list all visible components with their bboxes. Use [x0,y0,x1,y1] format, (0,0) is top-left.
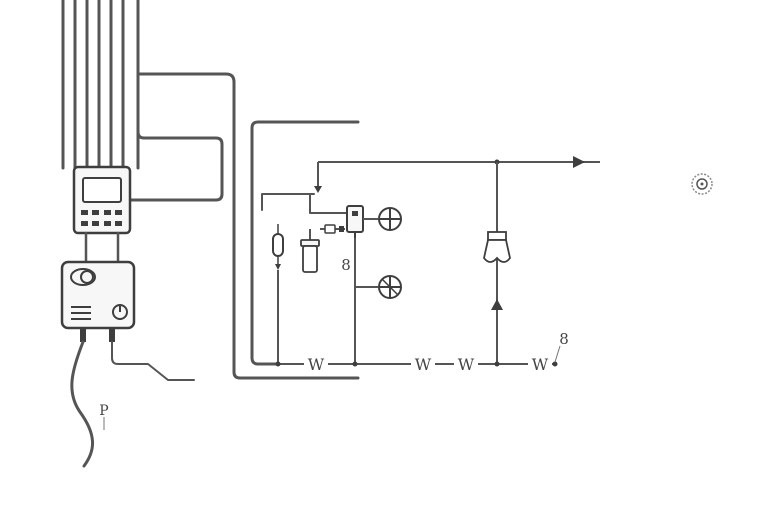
filter-cylinder-icon [300,239,320,273]
outer-loop-wire [136,72,360,380]
mid-branch-wire [261,193,315,211]
junction-end [552,361,558,367]
meter-to-box-leads [84,231,120,264]
bus-dropper-arrow [314,186,322,193]
digital-meter-icon [72,165,132,235]
label-w4: W [532,355,549,374]
label-upper-s: 8 [341,256,351,274]
coupler-icon [324,224,344,234]
motor-b-circle-cross-icon [378,275,402,299]
upper-bus-arrow-icon [573,156,585,168]
w2-mask [411,356,435,372]
bracket-wire [250,120,360,366]
right-s-leader [554,345,561,363]
junction-bulb [275,361,281,367]
w4-mask [528,356,552,372]
label-w1: W [308,355,325,374]
label-w2: W [415,355,432,374]
w1-mask [304,356,328,372]
cable-left [70,340,94,468]
bulb-icon [272,224,284,270]
target-icon [691,173,713,195]
valve-icon [346,205,364,238]
junction-valve [352,361,358,367]
inner-loop-wire [128,116,224,202]
control-box-icon [60,260,136,330]
label-right-s: 8 [559,330,569,348]
label-w3: W [458,355,475,374]
label-p: P [99,403,108,419]
right-terminal [109,328,115,342]
left-terminal [80,328,86,342]
motor-a-circle-cross-icon [378,207,402,231]
bell-lamp-icon [483,231,511,263]
w3-mask [454,356,478,372]
vertical-conductor-bundle [61,0,140,170]
junction-right-branch [494,361,500,367]
cable-right [111,341,195,381]
valve-feed-wire [309,193,347,214]
right-branch-arrow-icon [491,299,503,310]
